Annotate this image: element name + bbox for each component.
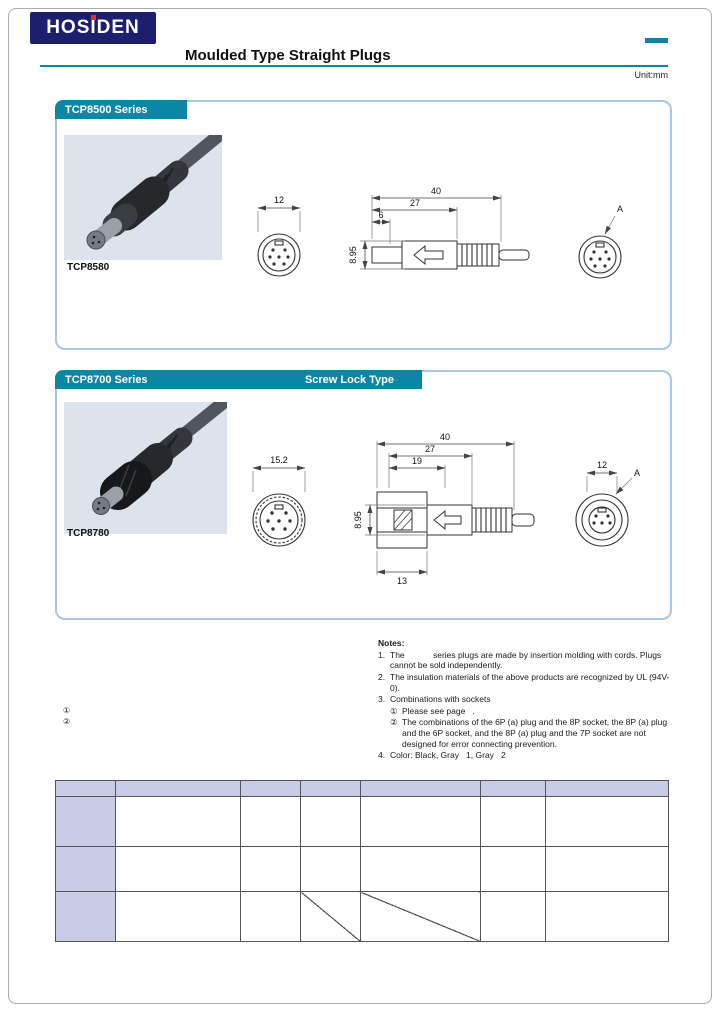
note-text: Combinations with sockets <box>390 694 491 705</box>
spec-table <box>55 780 669 942</box>
table-header-row <box>55 780 669 797</box>
hosiden-logo: HOSIDEN <box>30 12 156 44</box>
table-cell-diagonal <box>300 891 361 942</box>
photo-caption: TCP8580 <box>67 262 110 273</box>
note-text: Color: Black, Gray 1, Gray 2 <box>390 750 506 761</box>
table-header-cell <box>115 780 241 797</box>
product-photo-tcp8780 <box>64 402 227 534</box>
table-header-cell <box>360 780 481 797</box>
title-underline <box>40 65 668 67</box>
logo-red-dot-icon <box>91 15 96 20</box>
table-cell <box>545 846 669 892</box>
notes-block: Notes: 1. The series plugs are made by i… <box>378 638 674 762</box>
section-subtitle: Screw Lock Type <box>304 373 394 386</box>
note-item: 1. The series plugs are made by insertio… <box>378 650 674 671</box>
table-cell <box>55 891 116 942</box>
table-cell <box>360 846 481 892</box>
margin-footnote-marks: ① ② <box>63 705 70 727</box>
table-header-cell <box>545 780 669 797</box>
table-cell <box>240 796 301 847</box>
note-text: The series plugs are made by insertion m… <box>390 649 662 671</box>
footnote-mark-1: ① <box>63 706 71 715</box>
table-cell <box>115 796 241 847</box>
dim-lock-length: 19 <box>412 456 422 466</box>
side-view: 40 27 19 8.95 13 <box>353 432 535 586</box>
dim-rear-diameter: 12 <box>597 460 607 470</box>
tcp8500-technical-drawing: 12 40 27 <box>257 186 623 279</box>
note-item: 3. Combinations with sockets <box>378 694 674 705</box>
table-cell <box>480 846 546 892</box>
table-cell <box>300 796 361 847</box>
section-tcp8500: TCP8500 Series TCP8580 <box>55 100 672 350</box>
unit-label: Unit:mm <box>634 70 669 80</box>
corner-accent-mark <box>645 38 668 43</box>
front-view: 12 <box>257 195 301 277</box>
section-tcp8500-header: TCP8500 Series <box>55 100 187 119</box>
table-row <box>55 846 669 892</box>
note-number: 4. <box>378 750 386 761</box>
logo-text: HOSIDEN <box>46 17 140 38</box>
note-number: 2. <box>378 671 386 682</box>
table-cell <box>480 796 546 847</box>
dim-front-width: 12 <box>274 195 284 205</box>
note-sub-item: ① Please see page . <box>390 706 674 717</box>
section-label: TCP8500 Series <box>65 103 148 116</box>
table-header-cell <box>55 780 116 797</box>
table-cell <box>300 846 361 892</box>
table-cell-diagonal <box>360 891 481 942</box>
table-header-cell <box>480 780 546 797</box>
page-border-frame <box>8 8 712 1004</box>
dim-nut-width: 13 <box>397 576 407 586</box>
notes-heading: Notes: <box>378 638 405 648</box>
note-number: 3. <box>378 694 386 705</box>
note-text: The combinations of the 6P (a) plug and … <box>402 717 668 749</box>
dim-diameter: 8.95 <box>353 511 363 529</box>
tcp8700-technical-drawing: 15.2 40 <box>252 432 640 586</box>
table-cell <box>545 796 669 847</box>
footnote-mark-2: ② <box>63 717 71 726</box>
dim-total-length: 40 <box>431 186 441 196</box>
dim-tip-length: 6 <box>378 210 383 220</box>
rear-view: 12 A <box>575 460 640 547</box>
note-sub-item: ② The combinations of the 6P (a) plug an… <box>390 717 674 749</box>
dim-body-length: 27 <box>410 198 420 208</box>
note-item: 2. The insulation materials of the above… <box>378 672 674 693</box>
note-item: 4. Color: Black, Gray 1, Gray 2 <box>378 750 674 761</box>
table-cell <box>55 846 116 892</box>
table-cell <box>115 846 241 892</box>
dim-front-width: 15.2 <box>270 455 288 465</box>
dim-body-length: 27 <box>425 444 435 454</box>
note-marker: ① <box>390 705 398 716</box>
note-text: Please see page . <box>402 705 475 716</box>
photo-caption: TCP8780 <box>67 528 110 539</box>
side-view: 40 27 6 8.95 <box>348 186 530 270</box>
table-cell <box>55 796 116 847</box>
rear-view: A <box>578 204 623 279</box>
rear-view-label: A <box>634 468 640 478</box>
section-tcp8700: TCP8700 Series Screw Lock Type TCP8780 <box>55 370 672 620</box>
table-cell <box>360 796 481 847</box>
section-tcp8700-header: TCP8700 Series Screw Lock Type <box>55 370 422 389</box>
table-cell <box>480 891 546 942</box>
dim-total-length: 40 <box>440 432 450 442</box>
section-label: TCP8700 Series <box>65 373 148 386</box>
table-header-cell <box>300 780 361 797</box>
product-photo-tcp8580 <box>64 135 222 260</box>
note-text: The insulation materials of the above pr… <box>390 671 670 693</box>
table-row <box>55 891 669 942</box>
table-cell <box>240 891 301 942</box>
note-marker: ② <box>390 717 398 728</box>
page-title: Moulded Type Straight Plugs <box>185 47 391 64</box>
table-cell <box>545 891 669 942</box>
front-view: 15.2 <box>252 455 306 547</box>
dim-diameter: 8.95 <box>348 246 358 264</box>
table-row <box>55 796 669 847</box>
table-header-cell <box>240 780 301 797</box>
table-cell <box>240 846 301 892</box>
table-cell <box>115 891 241 942</box>
note-number: 1. <box>378 649 386 660</box>
rear-view-label: A <box>617 204 623 214</box>
